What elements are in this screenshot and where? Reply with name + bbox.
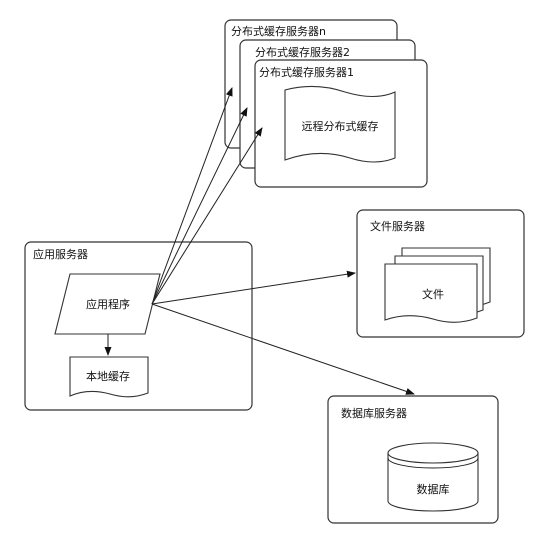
arrow-to-file-server <box>151 270 356 305</box>
cache-server-2-label: 分布式缓存服务器2 <box>255 45 350 59</box>
remote-cache-document-shape <box>284 85 396 163</box>
arrow-to-cache-server-2 <box>151 107 248 305</box>
database-cylinder-shape <box>387 453 479 512</box>
local-cache-document-shape <box>69 356 149 398</box>
database-label: 数据库 <box>417 482 450 496</box>
cache-server-1: 分布式缓存服务器1 远程分布式缓存 <box>254 59 428 188</box>
database-cylinder-top <box>387 442 479 464</box>
remote-cache-label: 远程分布式缓存 <box>302 119 379 133</box>
application-shape <box>54 273 161 335</box>
application-label: 应用程序 <box>86 297 130 311</box>
database-server: 数据库服务器 数据库 <box>327 395 499 524</box>
arrow-to-cache-server-n <box>151 87 233 305</box>
file-document-shape-front <box>384 263 478 323</box>
file-server-title: 文件服务器 <box>370 219 425 233</box>
app-server-title: 应用服务器 <box>33 247 88 261</box>
file-server: 文件服务器 文件 <box>356 209 525 338</box>
cache-server-1-label: 分布式缓存服务器1 <box>259 65 354 79</box>
file-label: 文件 <box>422 287 444 301</box>
app-server: 应用服务器 应用程序 本地缓存 <box>24 241 253 411</box>
arrow-to-cache-server-1 <box>151 127 263 305</box>
database-server-title: 数据库服务器 <box>341 406 407 420</box>
arrow-to-database-server <box>151 303 415 395</box>
cache-server-n-label: 分布式缓存服务器n <box>231 24 326 38</box>
database-cylinder-band <box>387 457 479 469</box>
local-cache-label: 本地缓存 <box>86 369 130 383</box>
